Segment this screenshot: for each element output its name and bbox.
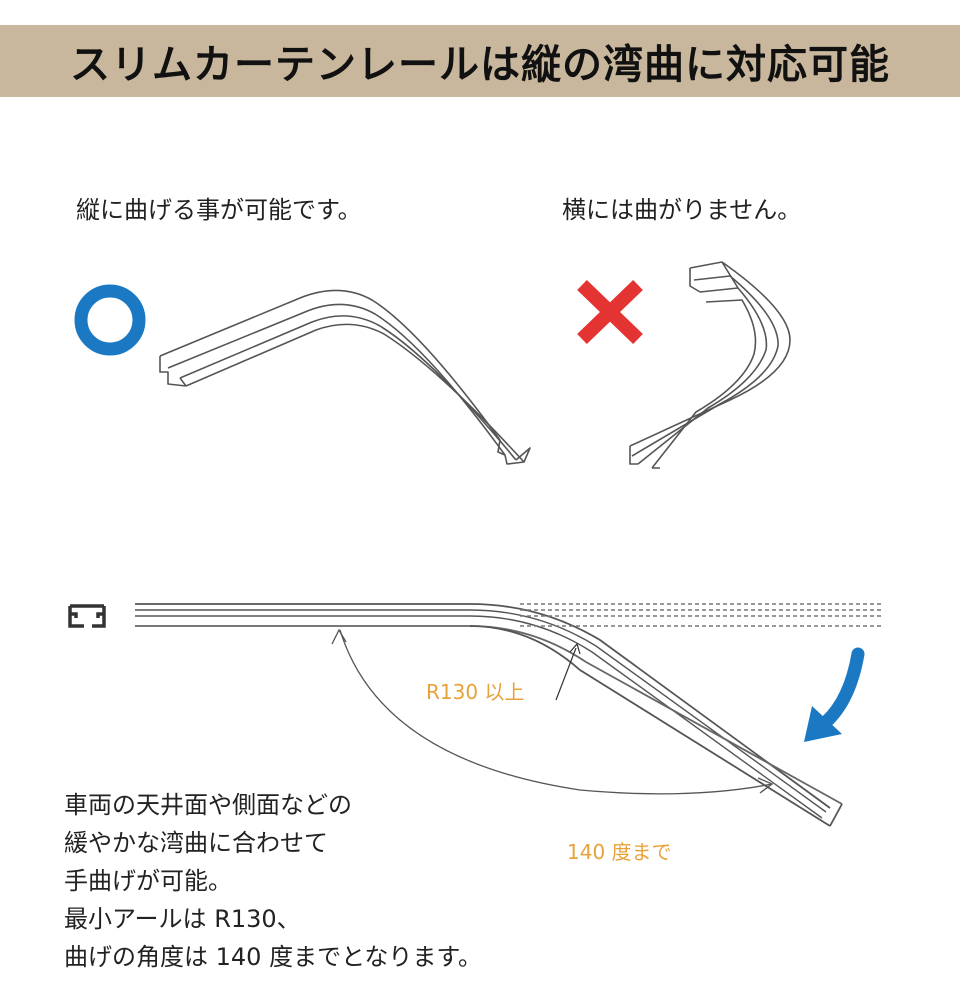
angle-arc [331,628,774,795]
description-line: 車両の天井面や側面などの [64,791,352,819]
page-title: スリムカーテンレールは縦の湾曲に対応可能 [70,42,890,88]
description-line: 手曲げが可能。 [64,867,232,895]
rail-bent-vertically [159,289,531,465]
rail-profile-icon [68,604,106,628]
circle-ok-icon [74,284,146,356]
description-line: 曲げの角度は 140 度までとなります。 [64,943,482,971]
rail-bent-horizontally [629,261,791,469]
straight-reference-lines [520,603,884,627]
cross-ng-icon [577,279,643,345]
caption-vertical-bend: 縦に曲げる事が可能です。 [76,196,362,224]
description-line: 緩やかな湾曲に合わせて [64,829,328,857]
title-banner: スリムカーテンレールは縦の湾曲に対応可能 [0,25,960,97]
bend-direction-arrow-icon [804,647,865,742]
angle-label: 140 度まで [565,836,674,865]
description-text: 車両の天井面や側面などの 緩やかな湾曲に合わせて 手曲げが可能。 最小アールは … [64,786,482,976]
radius-pointer [555,642,581,701]
description-line: 最小アールは R130、 [64,905,301,933]
caption-horizontal-bend: 横には曲がりません。 [562,196,802,224]
radius-label: R130 以上 [424,676,527,705]
rail-side-curve [135,603,843,827]
